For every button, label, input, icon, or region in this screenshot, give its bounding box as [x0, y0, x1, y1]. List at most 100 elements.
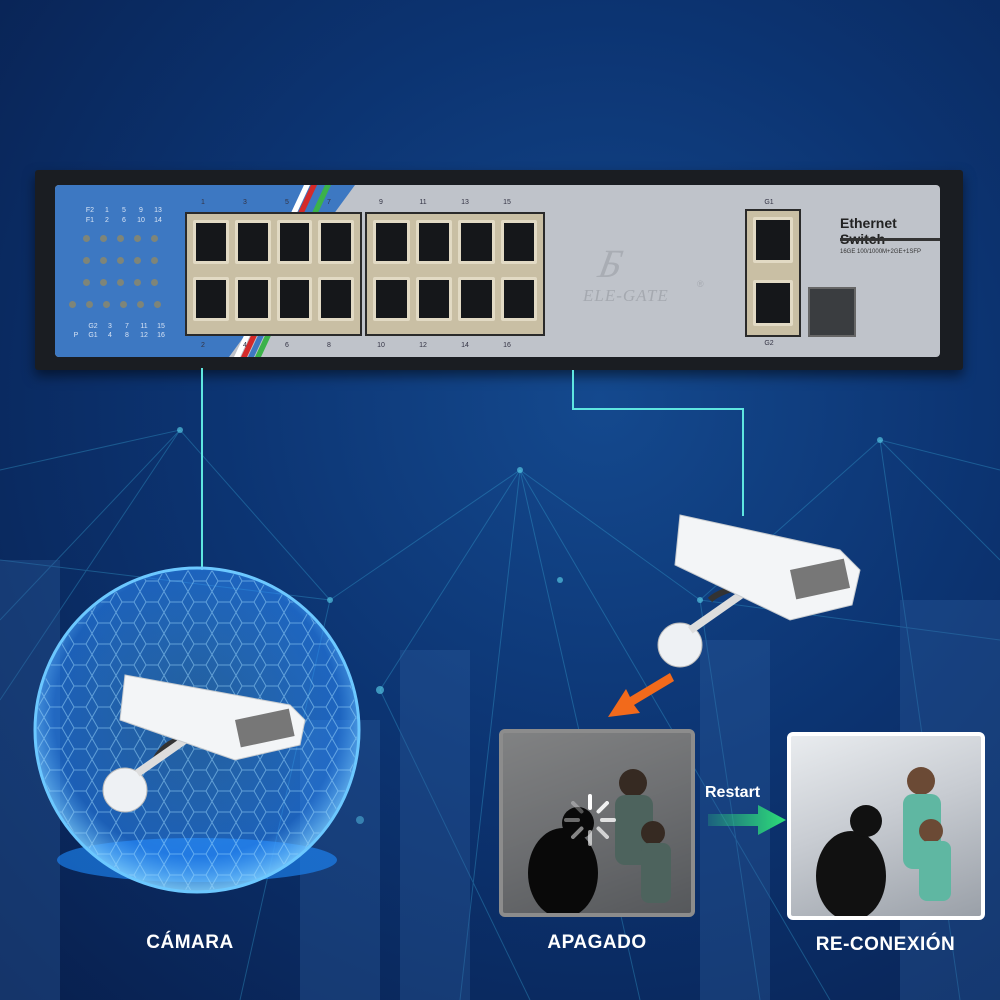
rj45-port[interactable]	[318, 220, 354, 264]
led-indicator	[83, 279, 90, 286]
switch-spec: 16GE 100/1000M+2GE+1SFP	[840, 249, 922, 255]
uplink-port-g1[interactable]	[753, 217, 793, 263]
led-row	[83, 257, 161, 264]
uplink-label-g2: G2	[764, 340, 774, 347]
led-label: 7	[125, 323, 129, 330]
led-indicator	[83, 257, 90, 264]
led-indicator	[151, 279, 158, 286]
led-label: 14	[154, 217, 162, 224]
led-indicator	[86, 301, 93, 308]
port-number: 10	[377, 342, 385, 349]
rj45-port[interactable]	[373, 277, 410, 321]
connection-line-a	[572, 370, 574, 410]
rj45-port[interactable]	[458, 277, 495, 321]
led-label: 6	[122, 217, 126, 224]
led-label: 1	[105, 207, 109, 214]
arrow-right-icon	[708, 805, 786, 835]
port-number: 1	[201, 199, 205, 206]
led-row	[69, 301, 161, 308]
led-indicator	[134, 235, 141, 242]
brand-logo-mark: Б	[591, 241, 633, 286]
connection-line-camera	[201, 368, 203, 570]
rj45-port[interactable]	[193, 277, 229, 321]
led-indicator	[137, 301, 144, 308]
port-number: 12	[419, 342, 427, 349]
port-number: 15	[503, 199, 511, 206]
uplink-ports	[745, 209, 801, 337]
port-number: 9	[379, 199, 383, 206]
brand-name: ELE-GATE	[583, 286, 669, 305]
led-indicator	[134, 279, 141, 286]
led-indicator	[134, 257, 141, 264]
led-indicator	[117, 257, 124, 264]
led-label: 11	[140, 323, 148, 330]
label-off: APAGADO	[547, 932, 647, 953]
led-indicator	[154, 301, 161, 308]
led-label: 16	[157, 332, 165, 339]
led-indicator	[69, 301, 76, 308]
rj45-port[interactable]	[318, 277, 354, 321]
port-number: 6	[285, 342, 289, 349]
photo-reconnected	[787, 732, 985, 920]
port-number: 4	[243, 342, 247, 349]
rj45-port[interactable]	[500, 220, 537, 264]
connection-line-b	[572, 408, 744, 410]
title-underline	[840, 238, 940, 241]
port-number: 2	[201, 342, 205, 349]
rj45-port[interactable]	[234, 220, 271, 264]
led-label: F2	[85, 207, 95, 214]
port-block-9-16	[365, 212, 545, 336]
led-indicators	[69, 235, 161, 323]
rj45-port[interactable]	[193, 220, 229, 264]
led-indicator	[120, 301, 127, 308]
led-label	[69, 323, 83, 330]
switch-title: Ethernet Switch	[840, 215, 897, 247]
camera-icon-right	[657, 514, 861, 668]
rj45-port[interactable]	[415, 277, 452, 321]
led-label: 2	[105, 217, 109, 224]
led-label: 4	[108, 332, 112, 339]
connection-line-c	[742, 408, 744, 516]
port-number: 11	[419, 199, 427, 206]
arrow-down-left-icon	[608, 673, 674, 717]
label-camera: CÁMARA	[146, 932, 234, 953]
led-indicator	[100, 257, 107, 264]
port-number: 7	[327, 199, 331, 206]
rj45-port[interactable]	[276, 220, 313, 264]
port-block-1-8	[185, 212, 362, 336]
rj45-port[interactable]	[234, 277, 271, 321]
port-number: 16	[503, 342, 511, 349]
led-row	[83, 279, 161, 286]
led-indicator	[83, 235, 90, 242]
uplink-label-g1: G1	[764, 199, 774, 206]
rj45-port[interactable]	[458, 220, 495, 264]
uplink-port-g2[interactable]	[753, 280, 793, 326]
rj45-port[interactable]	[500, 277, 537, 321]
led-indicator	[103, 301, 110, 308]
led-row	[83, 235, 161, 242]
rj45-port[interactable]	[373, 220, 410, 264]
camera-icon-protected	[102, 674, 306, 813]
rj45-port[interactable]	[415, 220, 452, 264]
led-label-row: F1 2 6 10 14	[83, 217, 165, 224]
sfp-port[interactable]	[808, 287, 856, 337]
restart-label: Restart	[705, 784, 761, 801]
led-label: 10	[137, 217, 145, 224]
rj45-port[interactable]	[276, 277, 313, 321]
photo-offline	[499, 729, 695, 917]
led-label: 13	[154, 207, 162, 214]
led-label: G1	[88, 332, 98, 339]
led-indicator	[100, 279, 107, 286]
led-label: F1	[85, 217, 95, 224]
port-number: 13	[461, 199, 469, 206]
led-label: 9	[139, 207, 143, 214]
led-label: 3	[108, 323, 112, 330]
led-indicator	[151, 235, 158, 242]
label-reconnect: RE-CONEXIÓN	[815, 934, 956, 955]
